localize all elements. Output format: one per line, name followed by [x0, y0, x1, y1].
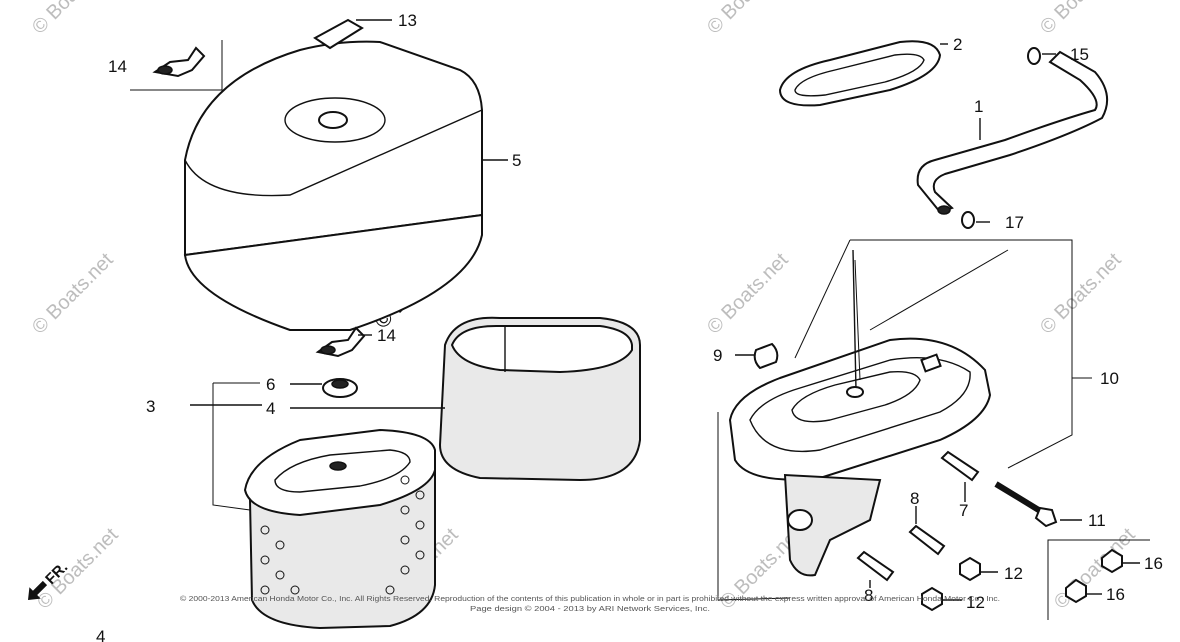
callouts: 13 14 5 14 6 3 4 2 15 1 17 9 10 8 7 11 1…: [96, 11, 1163, 642]
copyright-line-1: © 2000-2013 American Honda Motor Co., In…: [180, 595, 1000, 603]
copyright-line-2: Page design © 2004 - 2013 by ARI Network…: [470, 605, 710, 613]
callout-9: 9: [713, 346, 722, 365]
watermark: © Boats.net: [1036, 249, 1126, 339]
flange-nut-lower: [1065, 578, 1102, 604]
bracket-16: [1047, 539, 1150, 620]
air-cleaner-case: [717, 239, 1092, 601]
copyright: © 2000-2013 American Honda Motor Co., In…: [180, 595, 1000, 613]
callout-6: 6: [266, 375, 275, 394]
callout-16: 16: [1106, 585, 1125, 604]
watermark: © Boats.net: [1036, 0, 1126, 39]
callout-1: 1: [974, 97, 983, 116]
pre-filter-foam: [438, 316, 641, 482]
filter-element: [190, 382, 445, 630]
watermarks: © Boats.net © Boats.net © Boats.net © Bo…: [28, 0, 1140, 614]
gasket: [778, 40, 948, 107]
callout-16: 16: [1144, 554, 1163, 573]
tube-clamp-top: [1027, 47, 1056, 65]
callout-4: 4: [96, 627, 105, 642]
watermark: © Boats.net: [33, 524, 123, 614]
callout-4: 4: [266, 399, 275, 418]
pin-middle: [908, 506, 946, 556]
filter-perforations: [260, 475, 425, 595]
nut-lower: [921, 586, 962, 612]
callout-13: 13: [398, 11, 417, 30]
callout-14: 14: [377, 326, 396, 345]
tube-clamp-bottom: [961, 211, 990, 229]
callout-3: 3: [146, 397, 155, 416]
callout-17: 17: [1005, 213, 1024, 232]
breather-tube: [916, 50, 1109, 215]
callout-7: 7: [959, 501, 968, 520]
callout-12: 12: [966, 593, 985, 612]
callout-2: 2: [953, 35, 962, 54]
callout-12: 12: [1004, 564, 1023, 583]
wing-nut-bottom: [315, 326, 372, 358]
watermark: © Boats.net: [1050, 524, 1140, 614]
watermark: © Boats.net: [703, 249, 793, 339]
arrow-down-left-icon: [28, 580, 48, 600]
callout-11: 11: [1088, 511, 1106, 530]
flange-nut-upper: [1101, 548, 1140, 574]
air-cleaner-cover: [183, 40, 508, 331]
callout-8: 8: [910, 489, 919, 508]
flange-bolt: [994, 481, 1082, 528]
watermark: © Boats.net: [28, 0, 118, 39]
pin-upper: [940, 450, 980, 502]
callout-5: 5: [512, 151, 521, 170]
cover-clip: [313, 18, 392, 50]
nut-upper: [959, 556, 998, 582]
pin-lower: [856, 550, 895, 588]
collar: [735, 342, 779, 370]
callout-10: 10: [1100, 369, 1119, 388]
watermark: © Boats.net: [28, 249, 118, 339]
wing-nut-top: [130, 40, 223, 91]
grommet: [290, 378, 358, 398]
callout-8: 8: [864, 586, 873, 605]
watermark: © Boats.net: [703, 0, 793, 39]
callout-15: 15: [1070, 45, 1089, 64]
callout-14: 14: [108, 57, 127, 76]
